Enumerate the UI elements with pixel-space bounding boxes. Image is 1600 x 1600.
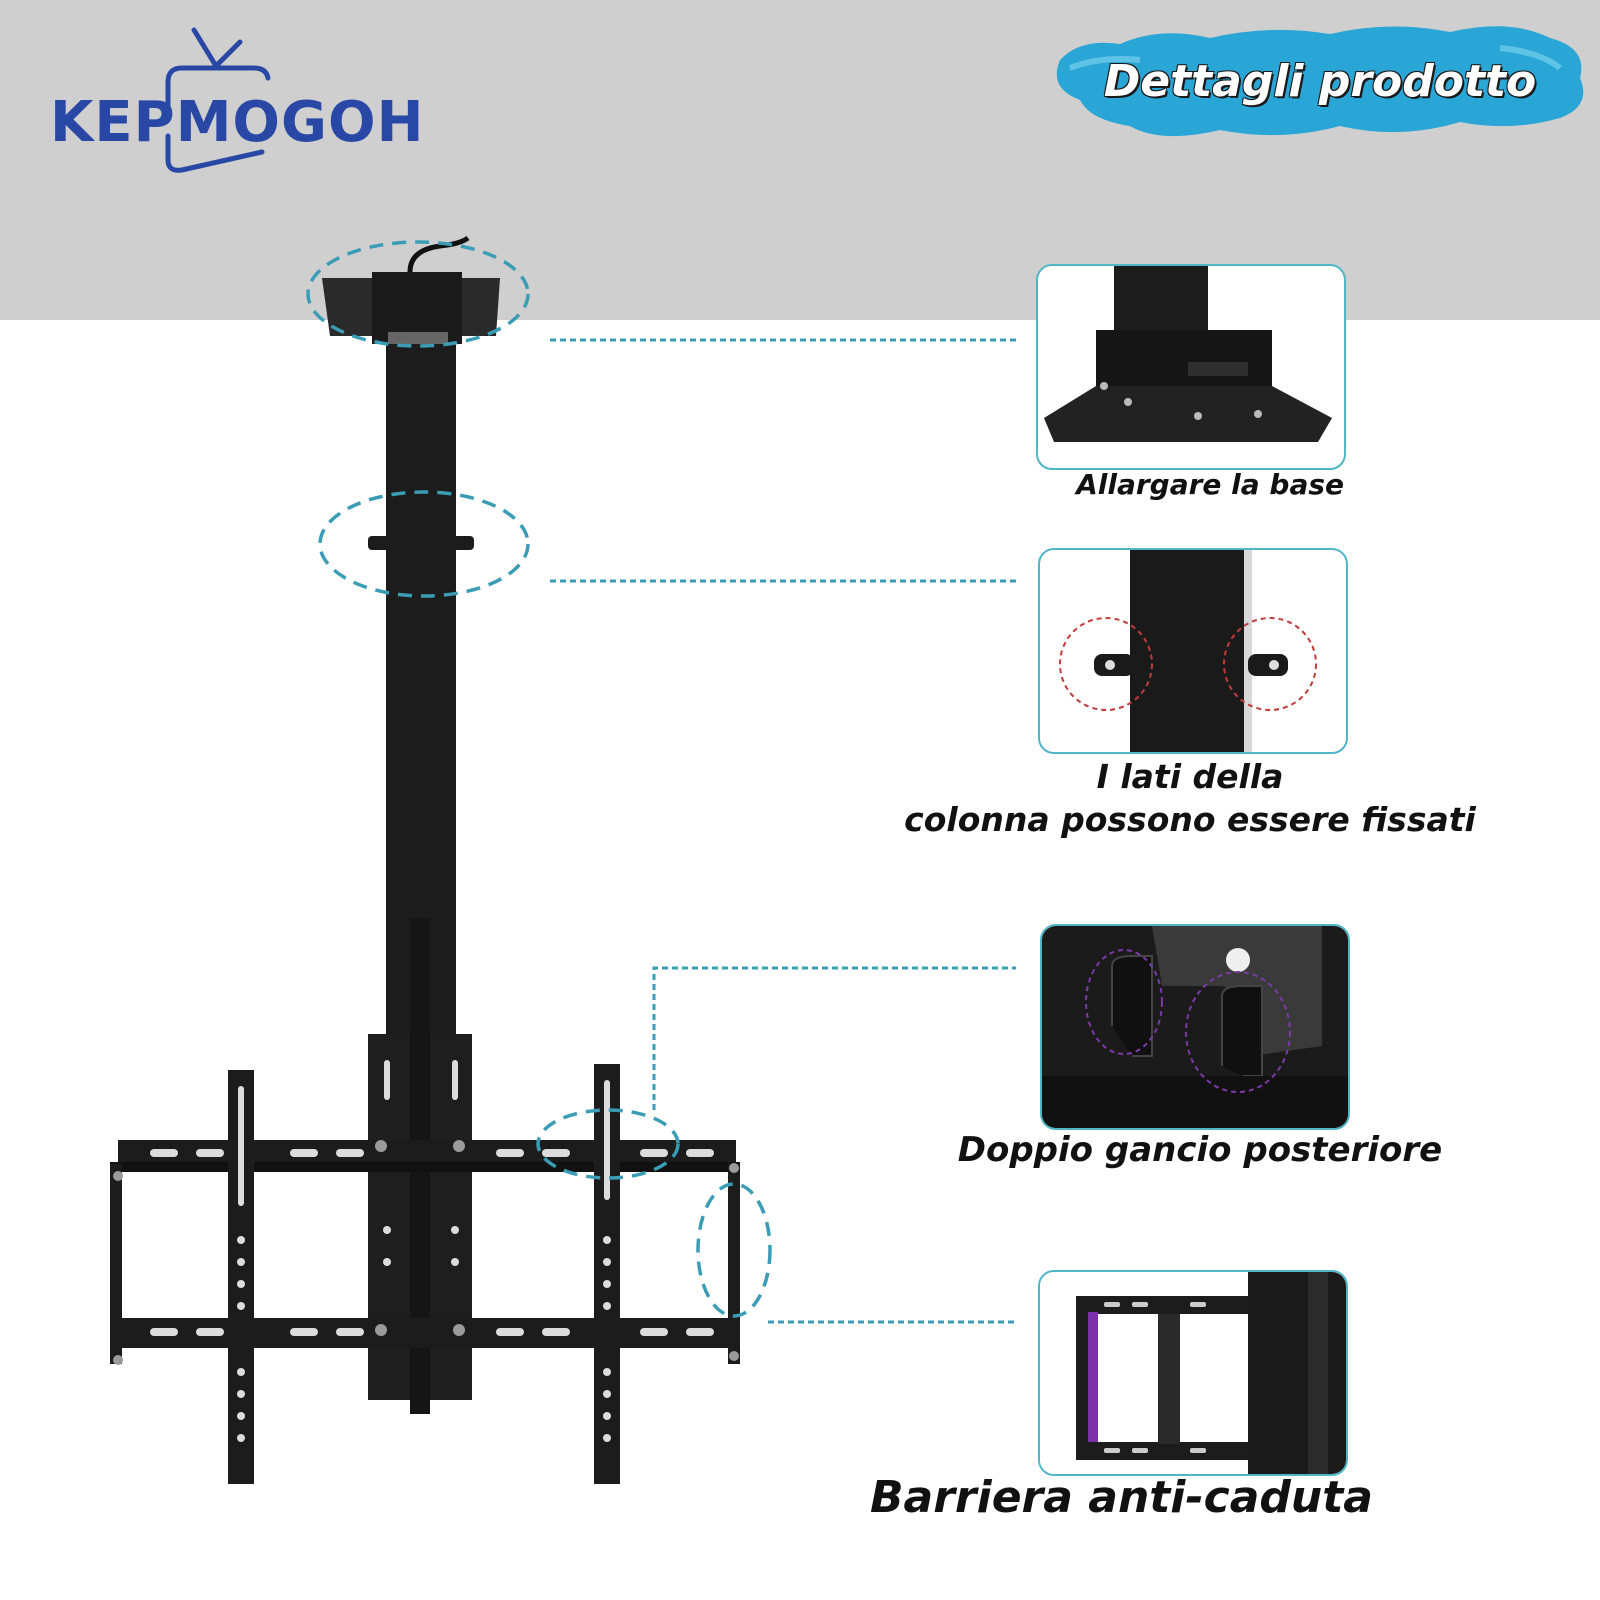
paint-stroke-icon <box>1056 26 1584 137</box>
power-cable <box>407 235 470 273</box>
housing-label <box>388 332 448 346</box>
frame-left <box>110 1164 122 1364</box>
rail-slots <box>150 1149 714 1336</box>
caption-double-hook: Doppio gancio posteriore <box>957 1130 1443 1170</box>
caption-column-sides-line2: colonna possono essere fissati <box>904 800 1476 839</box>
callout-column-sides <box>1038 548 1348 754</box>
caption-enlarge-base: Allargare la base <box>1076 468 1344 501</box>
side-tab-left <box>368 536 390 550</box>
screws <box>113 1140 739 1365</box>
side-tab-right <box>452 536 474 550</box>
callout-base <box>1036 264 1346 470</box>
banner-title: Dettagli prodotto <box>1103 56 1537 107</box>
tv-logo-icon <box>165 27 271 173</box>
double-hook-detail-image <box>1042 926 1348 1128</box>
anti-fall-barrier-detail-image <box>1040 1272 1346 1474</box>
product-details-banner: Dettagli prodotto <box>1040 8 1600 148</box>
callout-double-hook <box>1040 924 1350 1130</box>
arm-holes <box>237 1060 611 1442</box>
column-sides-detail-image <box>1059 550 1317 752</box>
brand-logo: KEPMOGOH <box>44 22 423 182</box>
callout-anti-fall-barrier <box>1038 1270 1348 1476</box>
caption-column-sides-line1: I lati della <box>1096 757 1284 796</box>
brand-name: KEPMOGOH <box>50 90 425 155</box>
connector-lines <box>550 338 1016 1324</box>
highlight-ellipses <box>306 240 772 1318</box>
rail-top-lip <box>110 1162 740 1172</box>
frame-right <box>728 1164 740 1364</box>
base-detail-image <box>1044 266 1332 442</box>
caption-anti-fall-barrier: Barriera anti-caduta <box>870 1472 1373 1523</box>
